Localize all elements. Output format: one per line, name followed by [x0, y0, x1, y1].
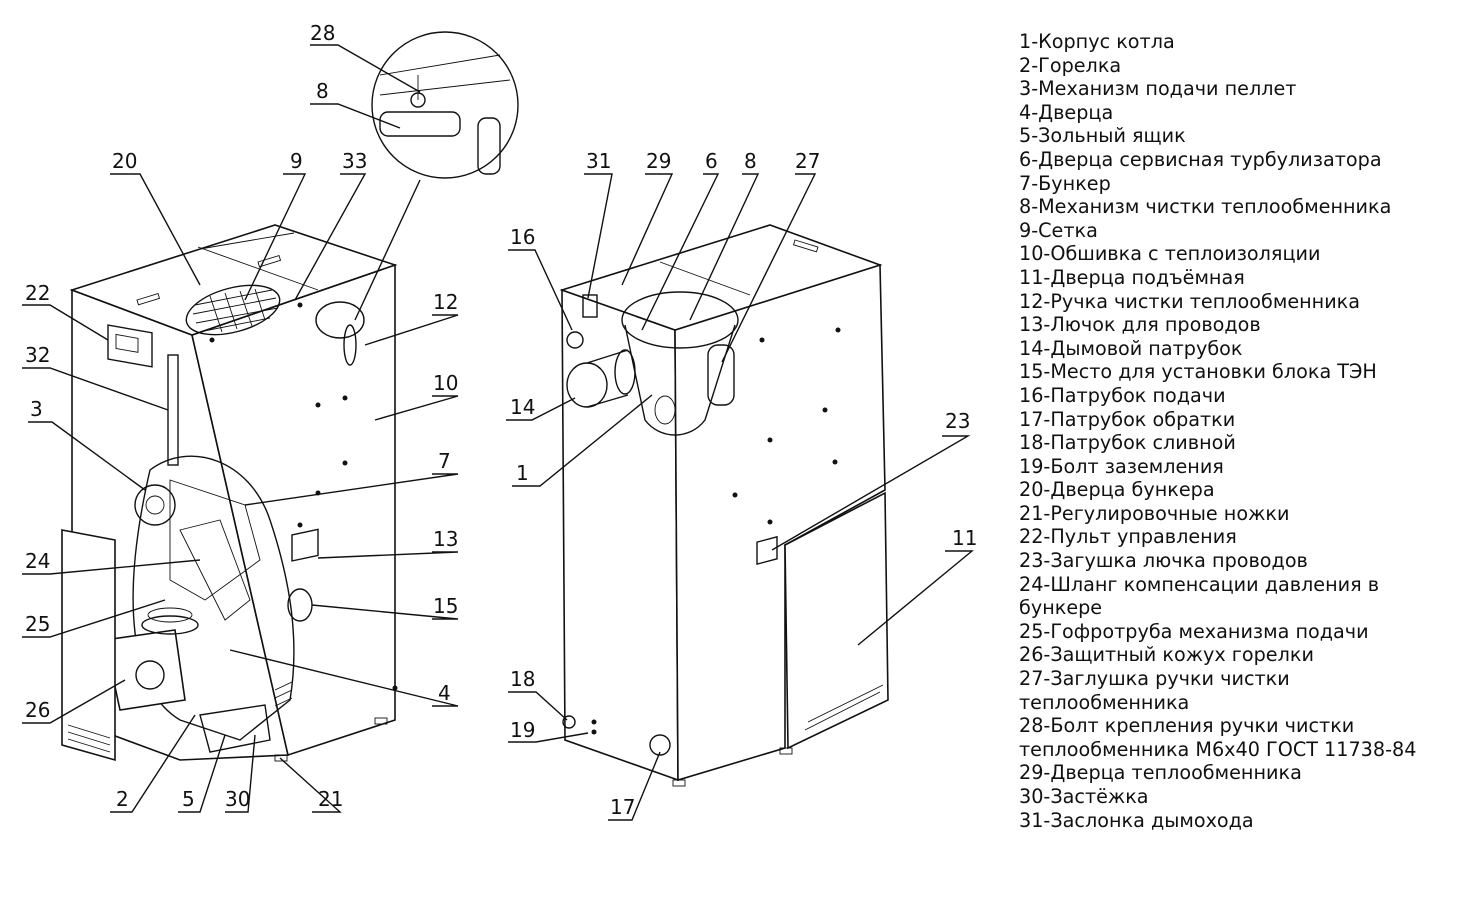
legend-item: 13-Лючок для проводов [1019, 313, 1261, 337]
callout-28: 28 [310, 21, 335, 45]
callout-20: 20 [112, 149, 137, 173]
callout-2: 2 [116, 787, 129, 811]
legend-item: 28-Болт крепления ручки чистки теплообме… [1019, 714, 1417, 761]
front-lower-panel [61, 529, 116, 762]
legend-item: 17-Патрубок обратки [1019, 407, 1236, 431]
callout-12: 12 [433, 290, 458, 314]
legend-item: 2-Горелка [1019, 53, 1122, 77]
callout-26: 26 [25, 698, 50, 722]
callout-1: 1 [516, 461, 529, 485]
legend-item: 20-Дверца бункера [1019, 478, 1215, 502]
callout-10: 10 [433, 371, 458, 395]
legend-item: 22-Пульт управления [1019, 525, 1237, 549]
legend-item: 12-Ручка чистки теплообменника [1019, 289, 1361, 313]
callout-24: 24 [25, 549, 50, 573]
legend-item: 31-Заслонка дымохода [1019, 808, 1254, 832]
callout-3: 3 [30, 397, 43, 421]
legend-item: 8-Механизм чистки теплообменника [1019, 195, 1392, 219]
legend-item: 4-Дверца [1019, 100, 1114, 124]
callout-30: 30 [225, 787, 250, 811]
callout-29: 29 [646, 149, 671, 173]
callout-9: 9 [290, 149, 303, 173]
callout-32: 32 [25, 343, 50, 367]
legend-item: 29-Дверца теплообменника [1019, 761, 1302, 785]
legend-item: 6-Дверца сервисная турбулизатора [1019, 147, 1382, 171]
leader-lines [22, 44, 974, 821]
legend-item: 7-Бункер [1019, 171, 1111, 195]
detail-circle [371, 31, 519, 179]
legend-item: 26-Защитный кожух горелки [1019, 643, 1314, 667]
legend-item: 10-Обшивка с теплоизоляции [1019, 242, 1321, 266]
cutaway-region [132, 455, 295, 741]
boiler-top-face [69, 224, 398, 336]
legend-item: 30-Застёжка [1019, 785, 1149, 808]
legend-item: 1-Корпус котла [1019, 30, 1175, 53]
boiler-drawing: 28 8 20 9 33 22 32 3 12 10 7 13 24 25 15… [22, 21, 977, 821]
callout-14: 14 [510, 395, 535, 419]
boiler-rear-view [559, 224, 889, 787]
callout-33: 33 [342, 149, 367, 173]
boiler-front-view [61, 224, 398, 762]
legend-item: 27-Заглушка ручки чистки теплообменника [1019, 667, 1290, 714]
lifting-door [784, 491, 889, 750]
feeder-motor [134, 484, 176, 526]
callout-22: 22 [25, 281, 50, 305]
rear-left-face [561, 288, 679, 782]
callout-23: 23 [945, 409, 970, 433]
callout-8: 8 [744, 149, 757, 173]
callout-31: 31 [586, 149, 611, 173]
legend-item: 16-Патрубок подачи [1019, 383, 1226, 407]
callout-4: 4 [438, 681, 451, 705]
burner-housing [104, 629, 186, 711]
callout-5: 5 [182, 787, 195, 811]
grid-mesh [185, 284, 281, 336]
control-panel [107, 324, 153, 368]
callout-15: 15 [433, 594, 458, 618]
legend-item: 19-Болт заземления [1019, 454, 1224, 478]
service-door-funnel [621, 291, 739, 349]
callout-numbers: 28 8 20 9 33 22 32 3 12 10 7 13 24 25 15… [25, 21, 977, 819]
legend-item: 3-Механизм подачи пеллет [1019, 77, 1297, 101]
callout-16: 16 [510, 225, 535, 249]
legend-item: 14-Дымовой патрубок [1019, 336, 1243, 360]
callout-7: 7 [438, 449, 451, 473]
callout-11: 11 [952, 526, 977, 550]
callout-17: 17 [610, 795, 635, 819]
callout-8-detail: 8 [316, 79, 329, 103]
legend-item: 25-Гофротруба механизма подачи [1019, 619, 1369, 643]
callout-13: 13 [433, 527, 458, 551]
rear-top-face [559, 224, 883, 331]
legend-item: 23-Загушка лючка проводов [1019, 549, 1308, 573]
callout-18: 18 [510, 667, 535, 691]
legend-item: 9-Сетка [1019, 218, 1098, 242]
callout-25: 25 [25, 612, 50, 636]
callout-19: 19 [510, 718, 535, 742]
legend-item: 24-Шланг компенсации давления в бункере [1019, 572, 1380, 620]
legend-item: 11-Дверца подъёмная [1019, 265, 1245, 289]
callout-6: 6 [705, 149, 718, 173]
legend-item: 21-Регулировочные ножки [1019, 501, 1290, 525]
legend-item: 5-Зольный ящик [1019, 124, 1186, 148]
callout-21: 21 [318, 787, 343, 811]
legend-item: 15-Место для установки блока ТЭН [1019, 360, 1377, 384]
legend-item: 18-Патрубок сливной [1019, 431, 1236, 455]
callout-27: 27 [795, 149, 820, 173]
